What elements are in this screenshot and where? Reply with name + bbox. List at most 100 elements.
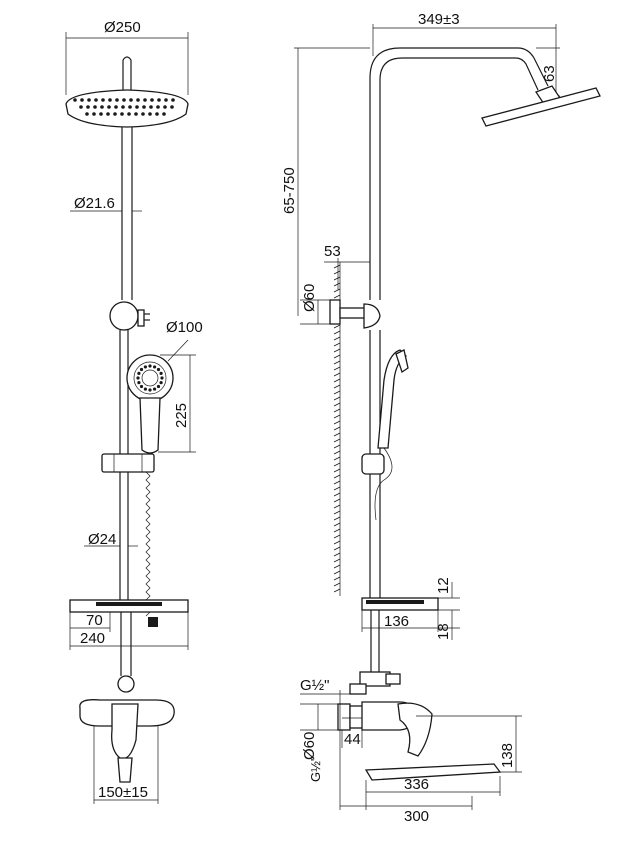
hatch-line: [333, 432, 341, 437]
dim-d24: Ø24: [88, 531, 116, 548]
nozzle-dot: [127, 112, 131, 116]
shower-hose: [145, 471, 151, 617]
hatch-line: [333, 558, 341, 563]
nozzle-dot: [139, 384, 144, 389]
hatch-line: [333, 486, 341, 491]
nozzle-dot: [94, 98, 98, 102]
nozzle-dot: [134, 112, 138, 116]
hatch-line: [333, 534, 341, 539]
nozzle-dot: [106, 112, 110, 116]
nozzle-dot: [143, 98, 147, 102]
nozzle-dot: [143, 387, 148, 391]
dim-136: 136: [384, 613, 409, 630]
nozzle-dot: [148, 364, 152, 368]
leader-d100: [167, 339, 189, 362]
spout-front: [117, 757, 133, 783]
nozzle-dot: [107, 105, 111, 109]
hatch-line: [333, 516, 341, 521]
hatch-line: [333, 462, 341, 467]
hatch-line: [333, 402, 341, 407]
mixer-lever-front: [111, 703, 139, 760]
hatch-line: [333, 372, 341, 377]
diverter-nut: [117, 675, 135, 693]
hand-shower-nozzles: [136, 364, 164, 392]
dim-g-half-bottom: G½": [308, 756, 323, 782]
nozzle-dot: [85, 112, 89, 116]
hatch-line: [333, 288, 341, 293]
dim-d60-bottom: Ø60: [301, 732, 318, 760]
dim-d21-6: Ø21.6: [74, 195, 115, 212]
rain-head-side: [481, 87, 601, 127]
nozzle-dot: [115, 98, 119, 102]
nozzle-dot: [136, 98, 140, 102]
hatch-line: [333, 330, 341, 335]
hose-connector: [148, 617, 158, 627]
hatch-line: [333, 354, 341, 359]
nozzle-dot: [99, 112, 103, 116]
nozzle-dot: [137, 380, 141, 385]
diverter-knob: [109, 301, 139, 331]
spout-side: [364, 763, 502, 781]
hatch-line: [333, 378, 341, 383]
nozzle-dot: [108, 98, 112, 102]
dim-g-half-top: G½": [300, 677, 330, 694]
nozzle-dot: [156, 367, 161, 372]
nozzle-dot: [120, 112, 124, 116]
hatch-line: [333, 570, 341, 575]
hatch-line: [333, 546, 341, 551]
nozzle-dot: [159, 380, 163, 385]
dim-336: 336: [404, 776, 429, 793]
nozzle-dot: [135, 105, 139, 109]
dim-70: 70: [86, 612, 103, 629]
nozzle-dot: [170, 105, 174, 109]
nozzle-dot: [121, 105, 125, 109]
hatch-line: [333, 474, 341, 479]
dim-d100: Ø100: [166, 319, 203, 336]
hatch-line: [333, 408, 341, 413]
dim-d250: Ø250: [104, 19, 141, 36]
rain-head-nozzles: [73, 98, 175, 116]
nozzle-dot: [148, 388, 152, 392]
nozzle-dot: [148, 112, 152, 116]
hatch-line: [333, 270, 341, 275]
rain-head-front: [65, 89, 189, 128]
nozzle-dot: [87, 98, 91, 102]
hatch-line: [333, 366, 341, 371]
dim-225: 225: [173, 403, 190, 428]
front-view: Ø250 Ø21.6 Ø100: [65, 19, 203, 804]
hatch-line: [333, 276, 341, 281]
nozzle-dot: [139, 367, 144, 372]
hatch-line: [333, 390, 341, 395]
nozzle-dot: [92, 112, 96, 116]
hatch-line: [333, 498, 341, 503]
nozzle-dot: [143, 365, 148, 369]
nozzle-dot: [73, 98, 77, 102]
nozzle-dot: [152, 365, 157, 369]
nozzle-dot: [93, 105, 97, 109]
hatch-line: [333, 480, 341, 485]
nozzle-dot: [113, 112, 117, 116]
hatch-line: [333, 324, 341, 329]
hatch-line: [333, 576, 341, 581]
nozzle-dot: [128, 105, 132, 109]
hatch-line: [333, 510, 341, 515]
nozzle-dot: [141, 112, 145, 116]
dim-63: 63: [541, 65, 558, 82]
nozzle-dot: [150, 98, 154, 102]
side-view: 349±3 63 65-750 53 Ø60: [281, 11, 601, 825]
hatch-line: [333, 282, 341, 287]
nozzle-dot: [80, 98, 84, 102]
nozzle-dot: [156, 384, 161, 389]
hatch-line: [333, 384, 341, 389]
hatch-line: [333, 468, 341, 473]
nozzle-dot: [156, 105, 160, 109]
hatch-line: [333, 492, 341, 497]
hatch-line: [333, 456, 341, 461]
hatch-line: [333, 444, 341, 449]
nozzle-dot: [149, 105, 153, 109]
hatch-line: [333, 504, 341, 509]
hatch-line: [333, 564, 341, 569]
nozzle-dot: [114, 105, 118, 109]
